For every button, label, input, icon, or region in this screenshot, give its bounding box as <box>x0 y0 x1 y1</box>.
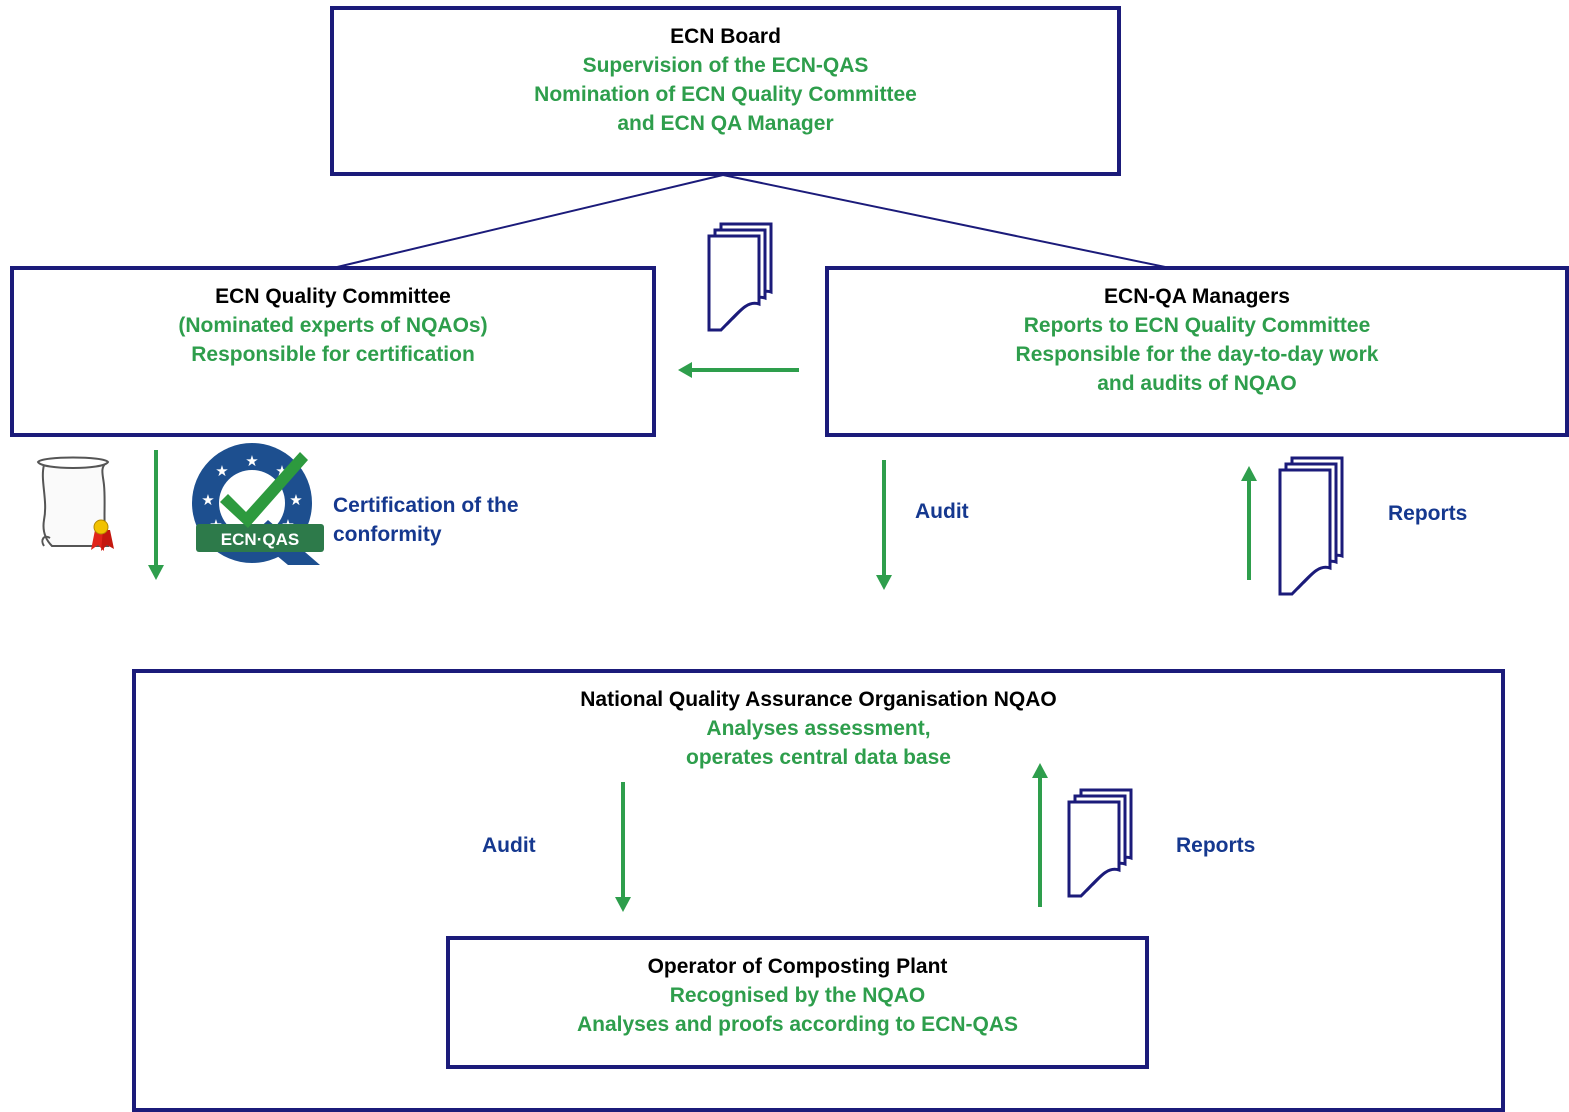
audit-label-lower: Audit <box>482 834 536 857</box>
ecn-board-box: ECN Board Supervision of the ECN-QAS Nom… <box>330 6 1121 176</box>
document-stack-icon <box>1067 788 1133 898</box>
certification-label: Certification of the conformity <box>333 491 519 549</box>
certificate-scroll-icon <box>36 456 114 551</box>
qa-managers-title: ECN-QA Managers <box>1104 285 1290 308</box>
arrow-down-icon <box>615 782 631 912</box>
nqao-line-1: Analyses assessment, <box>706 717 931 740</box>
svg-text:★: ★ <box>245 452 258 470</box>
ecn-board-title: ECN Board <box>670 25 781 48</box>
arrow-down-icon <box>148 450 164 580</box>
ecn-board-line-3: and ECN QA Manager <box>617 112 834 135</box>
operator-box: Operator of Composting Plant Recognised … <box>446 936 1149 1069</box>
nqao-line-2: operates central data base <box>686 746 951 769</box>
svg-text:★: ★ <box>289 491 302 509</box>
audit-label-upper: Audit <box>915 500 969 523</box>
nqao-box: National Quality Assurance Organisation … <box>132 669 1505 1112</box>
arrow-left-icon <box>678 362 799 378</box>
operator-line-2: Analyses and proofs according to ECN-QAS <box>576 1013 1019 1036</box>
arrow-up-icon <box>1241 466 1257 580</box>
qa-managers-line-1: Reports to ECN Quality Committee <box>1023 314 1371 337</box>
arrow-up-icon <box>1032 763 1048 907</box>
reports-label-lower: Reports <box>1176 834 1256 857</box>
operator-line-1: Recognised by the NQAO <box>669 984 926 1007</box>
arrow-down-icon <box>876 460 892 590</box>
qa-managers-line-3: and audits of NQAO <box>1097 372 1297 395</box>
quality-committee-title: ECN Quality Committee <box>215 285 451 308</box>
qa-managers-line-2: Responsible for the day-to-day work <box>1015 343 1379 366</box>
certification-line-2: conformity <box>333 523 442 546</box>
connector-board-to-committee <box>332 174 724 269</box>
ecn-board-line-1: Supervision of the ECN-QAS <box>582 54 869 77</box>
ecn-board-line-2: Nomination of ECN Quality Committee <box>534 83 917 106</box>
qa-managers-box: ECN-QA Managers Reports to ECN Quality C… <box>825 266 1569 437</box>
certification-line-1: Certification of the <box>333 494 519 517</box>
document-stack-icon <box>1278 456 1344 596</box>
document-stack-icon <box>707 222 773 332</box>
ecn-qas-logo-icon: ★ ★ ★ ★ ★ ★ ★ ECN·QAS <box>192 443 324 565</box>
svg-text:★: ★ <box>215 462 228 480</box>
operator-title: Operator of Composting Plant <box>647 955 948 978</box>
nqao-title: National Quality Assurance Organisation … <box>580 688 1057 711</box>
quality-committee-line-2: Responsible for certification <box>191 343 475 366</box>
quality-committee-box: ECN Quality Committee (Nominated experts… <box>10 266 656 437</box>
logo-text: ECN·QAS <box>221 530 299 549</box>
svg-text:★: ★ <box>201 491 214 509</box>
quality-committee-line-1: (Nominated experts of NQAOs) <box>178 314 488 337</box>
reports-label-upper: Reports <box>1388 502 1468 525</box>
connector-board-to-managers <box>722 174 1171 269</box>
